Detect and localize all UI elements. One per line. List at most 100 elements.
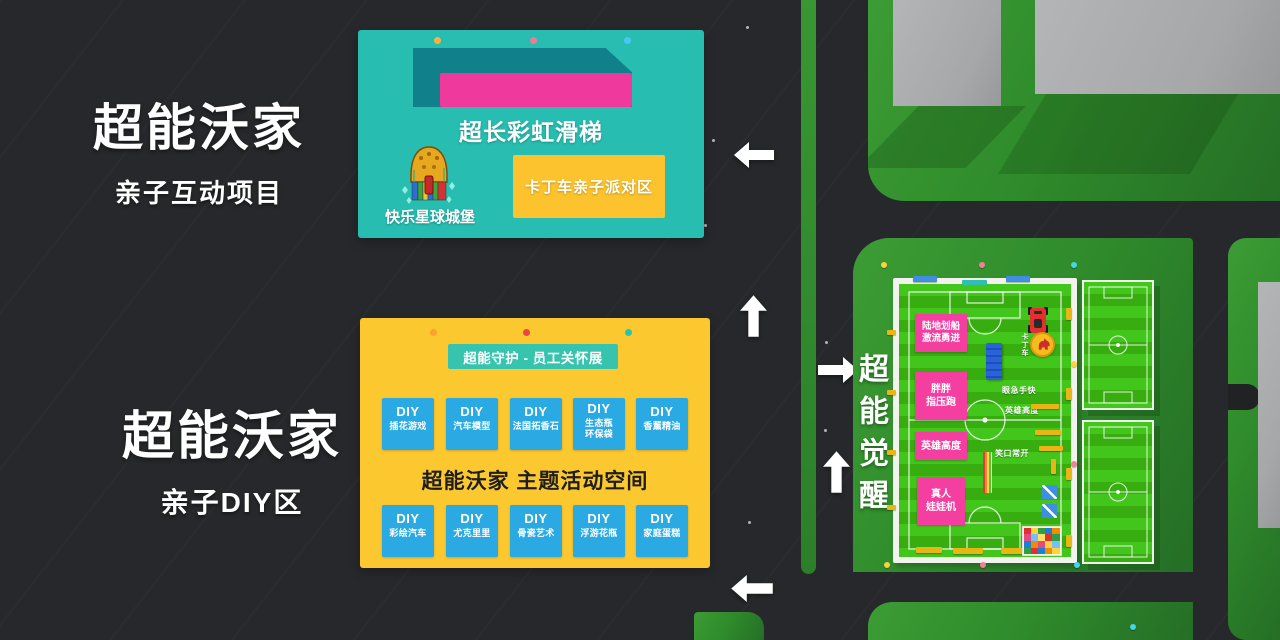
diy-tag: DIY — [587, 401, 611, 416]
diy-tag: DIY — [650, 404, 674, 419]
space-title: 超能沃家 主题活动空间 — [421, 470, 649, 493]
building — [893, 0, 1001, 106]
map-dot-cyan — [1071, 262, 1077, 268]
arrow-right-icon — [818, 357, 858, 383]
bench-bar — [887, 505, 896, 510]
go-kart-icon — [1028, 307, 1048, 333]
park-block-top — [868, 0, 1280, 201]
map-dot-pink — [979, 262, 985, 268]
field-small-label: 眼急手快 — [1002, 386, 1036, 395]
horse-icon — [1038, 338, 1050, 350]
building-shadow — [868, 106, 1026, 168]
pin-dot-red — [523, 329, 530, 336]
diy-box: DIY 彩绘汽车 — [382, 505, 434, 557]
zone2-subtitle: 亲子DIY区 — [160, 487, 304, 518]
diy-name: 香薰精油 — [643, 421, 681, 431]
road-dot — [824, 429, 827, 432]
castle-label: 快乐星球城堡 — [384, 209, 475, 226]
zone2-title: 超能沃家 — [121, 408, 342, 466]
map-dot-cyan — [1074, 562, 1080, 568]
bench-bar — [1001, 548, 1031, 554]
interactive-zone-card: 超长彩虹滑梯 快乐星球城堡 卡丁车亲子派对区 — [358, 30, 704, 238]
field-small-label: 英雄高度 — [1005, 406, 1039, 415]
field-small-label: 卡丁车 — [1021, 333, 1028, 357]
zone2-heading: 超能沃家 亲子DIY区 — [103, 394, 361, 521]
pin-dot-pink — [530, 37, 537, 44]
diy-tag: DIY — [460, 404, 484, 419]
bench-bar — [1039, 446, 1063, 451]
zone1-title: 超能沃家 — [93, 100, 305, 156]
diy-tag: DIY — [524, 511, 548, 526]
slide-pad-icon — [1042, 504, 1057, 518]
bench-bar — [1006, 276, 1030, 282]
road-dot — [748, 521, 751, 524]
diy-tag: DIY — [460, 511, 484, 526]
diy-name: 浮游花瓶 — [580, 528, 618, 538]
road-dot — [825, 341, 828, 344]
slide-pad-icon — [1042, 485, 1057, 499]
bench-bar — [1066, 535, 1072, 547]
pitch-markings-icon — [908, 291, 1062, 550]
building — [1258, 282, 1280, 528]
zone1-subtitle: 亲子互动项目 — [114, 178, 283, 208]
zone3-vertical-title: 超能觉醒 — [854, 353, 887, 521]
field-label-box: 陆地划船 激流勇进 — [915, 314, 967, 352]
diy-name: 彩绘汽车 — [389, 528, 427, 538]
map-dot-yellow — [1071, 361, 1077, 367]
map-dot-pink — [1071, 461, 1077, 467]
diy-name: 尤克里里 — [453, 528, 491, 538]
arrow-left-icon — [734, 142, 774, 168]
map-dot-cyan — [1130, 624, 1136, 630]
diy-box: DIY 家庭蛋糕 — [636, 505, 688, 557]
pitch-markings-icon — [1088, 286, 1148, 404]
bench-bar — [953, 548, 983, 554]
field-label-box: 真人 娃娃机 — [917, 477, 965, 525]
diy-tag: DIY — [396, 511, 420, 526]
field-label-box: 英雄高度 — [915, 432, 967, 460]
diy-box: DIY 骨瓷艺术 — [510, 505, 562, 557]
field-label-box: 胖胖 指压跑 — [915, 372, 967, 420]
road-median-strip — [801, 0, 816, 574]
diy-box: DIY 浮游花瓶 — [573, 505, 625, 557]
field-small-label: 笑口常开 — [995, 449, 1029, 458]
park-block-bottom — [868, 602, 1193, 640]
road-dot — [746, 26, 749, 29]
diy-tag: DIY — [396, 404, 420, 419]
pitch-markings-icon — [1088, 426, 1148, 558]
arrow-left-icon — [731, 575, 773, 602]
building-shadow — [998, 94, 1238, 174]
diy-zone-card: 超能守护 - 员工关怀展 DIY 插花游戏 DIY 汽车模型 DIY 法国拓香石… — [360, 318, 710, 568]
bench-bar — [962, 280, 987, 285]
road-stub — [1228, 384, 1260, 410]
road-dot — [704, 224, 707, 227]
diy-box: DIY 插花游戏 — [382, 398, 434, 450]
diy-name: 家庭蛋糕 — [643, 528, 681, 538]
bench-bar — [1031, 404, 1059, 409]
map-dot-yellow — [881, 262, 887, 268]
arrow-up-icon — [823, 451, 850, 493]
bench-bar — [887, 330, 896, 335]
diy-box: DIY 法国拓香石 — [510, 398, 562, 450]
bench-bar — [887, 450, 896, 455]
pin-dot-teal — [625, 329, 632, 336]
diy-box: DIY 尤克里里 — [446, 505, 498, 557]
slide-label: 超长彩虹滑梯 — [459, 119, 603, 145]
bench-bar — [916, 547, 942, 553]
karting-zone-box: 卡丁车亲子派对区 — [513, 155, 665, 218]
care-exhibition-banner: 超能守护 - 员工关怀展 — [448, 344, 618, 369]
park-block-bottom-left — [694, 612, 764, 640]
karting-zone-label: 卡丁车亲子派对区 — [524, 179, 653, 196]
diy-name: 骨瓷艺术 — [517, 528, 555, 538]
pin-dot-orange — [434, 37, 441, 44]
bench-bar — [913, 276, 937, 282]
diy-box: DIY 生态瓶 环保袋 — [573, 398, 625, 450]
zone1-heading: 超能沃家 亲子互动项目 — [70, 88, 328, 210]
bench-bar — [1066, 308, 1072, 320]
coin-icon — [1030, 332, 1055, 357]
pin-dot-cyan — [624, 37, 631, 44]
building — [1035, 0, 1280, 94]
toy-pile-icon — [1022, 526, 1062, 556]
diy-tag: DIY — [650, 511, 674, 526]
diy-name: 插花游戏 — [389, 421, 427, 431]
bench-bar — [1066, 468, 1072, 480]
